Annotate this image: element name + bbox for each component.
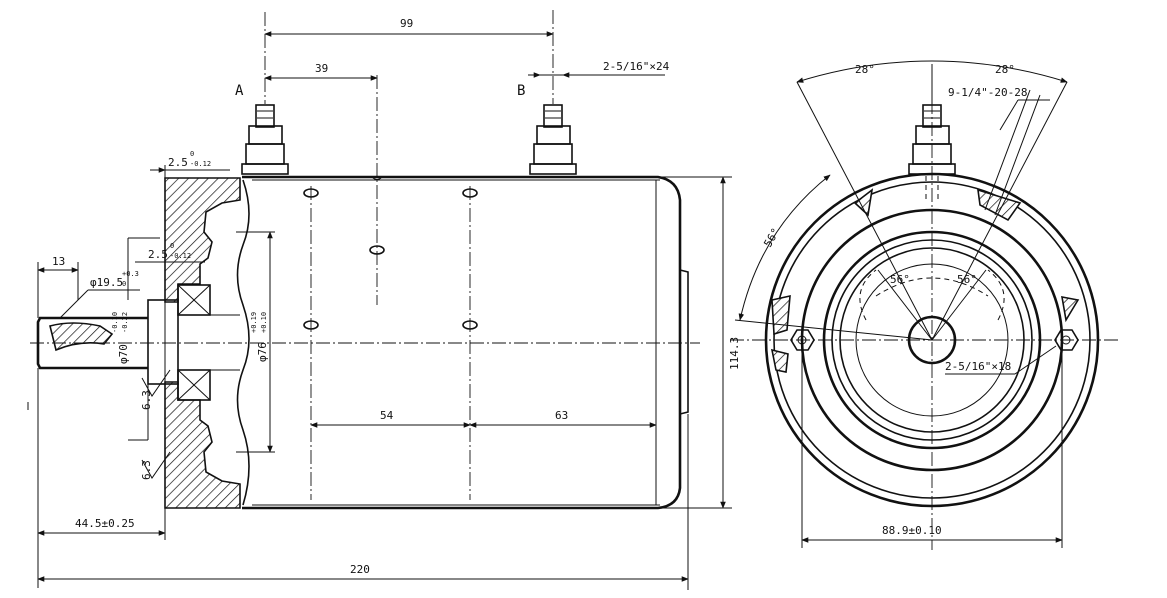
dim-99: 99: [400, 17, 413, 30]
break-line: [236, 179, 250, 506]
dim-2-5-top: 2.5: [168, 156, 188, 169]
angle-56-right: 56°: [957, 273, 977, 286]
terminal-a: [241, 104, 289, 175]
pilot-flange: [147, 299, 179, 385]
dim-shaft-dia: φ19.5: [90, 276, 123, 289]
dim-bore-dia: φ76: [256, 342, 269, 362]
terminal-b-label: B: [517, 83, 525, 99]
end-view: 28° 28° 9-1/4"-20-28 56° 56° 56° 2-5/16"…: [730, 60, 1120, 550]
angle-28-left: 28°: [855, 63, 875, 76]
dim-2-5-top-tol-dn: -0.12: [190, 160, 211, 168]
thread-b-label: 2-5/16"×24: [603, 60, 670, 73]
dim-2-5-mid: 2.5: [148, 248, 168, 261]
dim-220: 220: [350, 563, 370, 576]
dim-bore-dia-tol-up: +0.19: [250, 312, 258, 333]
dim-54: 54: [380, 409, 394, 422]
dim-2-5-mid-tol-dn: -0.12: [170, 252, 191, 260]
dim-44-5: 44.5±0.25: [75, 517, 135, 530]
dim-shaft-dia-tol-dn: 0: [122, 280, 126, 288]
dim-114-3: 114.3: [728, 337, 741, 370]
shaft-keyway: [49, 322, 114, 352]
end-cap-section: [164, 177, 241, 303]
dim-bore-dia-tol-dn: +0.10: [260, 312, 268, 333]
dim-2-5-mid-tol-up: 0: [170, 242, 174, 250]
dim-pilot-dia: φ70: [117, 344, 130, 364]
terminal-b: [529, 104, 577, 175]
dim-pilot-dia-tol-up: -0.10: [111, 312, 119, 333]
rear-boss: [679, 269, 689, 415]
bearing-lower: [177, 369, 211, 401]
angle-56-left: 56°: [890, 273, 910, 286]
side-view: 99 39 2-5/16"×24 A B 2.5 0 -0.12 2.5 0 -…: [27, 10, 741, 590]
dim-shaft-dia-tol-up: +0.3: [122, 270, 139, 278]
angle-28-right: 28°: [995, 63, 1015, 76]
roughness-2: 6.3: [140, 460, 153, 480]
dim-pilot-dia-tol-dn: -0.22: [121, 312, 129, 333]
end-cap-section-lower: [164, 381, 241, 509]
dim-39: 39: [315, 62, 328, 75]
dim-2-5-top-tol-up: 0: [190, 150, 194, 158]
terminal-a-label: A: [235, 83, 244, 99]
dim-13: 13: [52, 255, 65, 268]
dim-63: 63: [555, 409, 568, 422]
housing-outline: [242, 175, 682, 510]
roughness-1: 6.3: [140, 390, 153, 410]
thread-side-label: 2-5/16"×18: [945, 360, 1011, 373]
dim-88-9: 88.9±0.10: [882, 524, 942, 537]
angle-56-outer: 56°: [761, 226, 782, 250]
thread-top-label: 9-1/4"-20-28: [948, 86, 1027, 99]
